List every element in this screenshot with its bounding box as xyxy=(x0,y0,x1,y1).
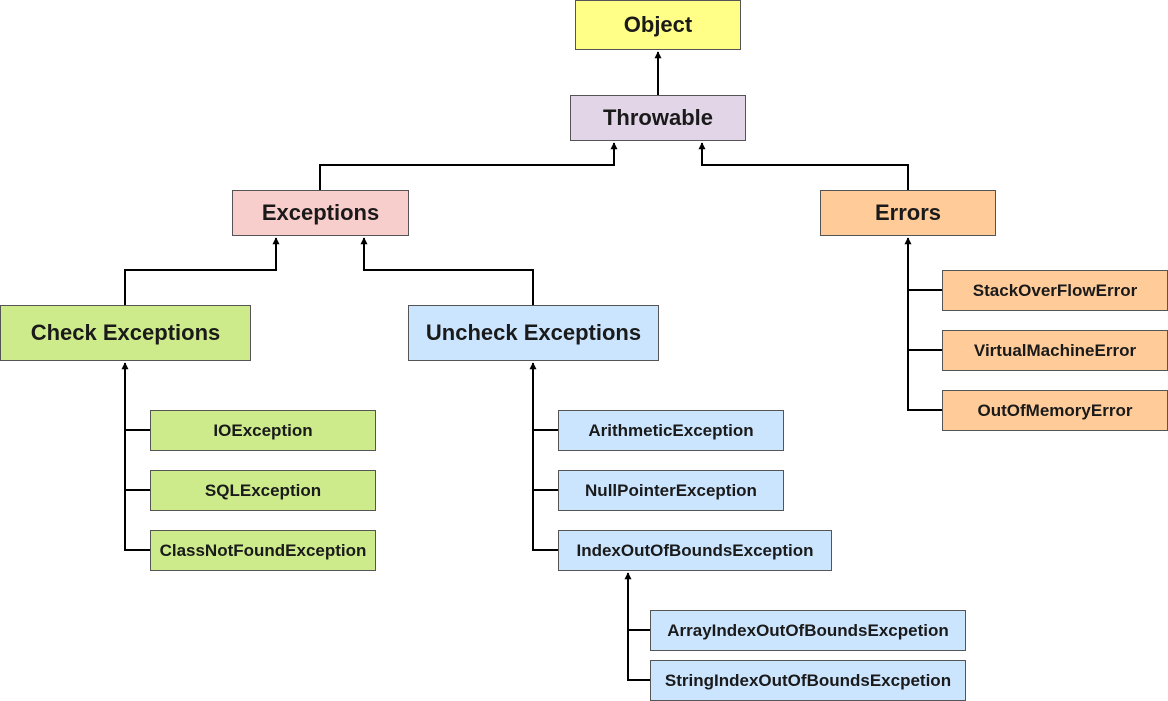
node-object: Object xyxy=(575,0,741,50)
edge-index-children xyxy=(628,573,650,681)
edge-errors-to-throwable xyxy=(698,142,909,190)
node-arithmetic-exception: ArithmeticException xyxy=(558,410,784,451)
node-index-out-of-bounds-exception: IndexOutOfBoundsException xyxy=(558,530,832,571)
node-io-exception: IOException xyxy=(150,410,376,451)
node-uncheck-exceptions: Uncheck Exceptions xyxy=(408,305,659,361)
node-sql-exception: SQLException xyxy=(150,470,376,511)
node-class-not-found-exception: ClassNotFoundException xyxy=(150,530,376,571)
node-throwable: Throwable xyxy=(570,95,746,141)
edge-errors-children xyxy=(908,238,942,411)
edge-uncheck-to-exceptions xyxy=(360,237,534,305)
node-string-index-out-of-bounds: StringIndexOutOfBoundsExcpetion xyxy=(650,660,966,701)
node-virtual-machine-error: VirtualMachineError xyxy=(942,330,1168,371)
node-out-of-memory-error: OutOfMemoryError xyxy=(942,390,1168,431)
node-errors: Errors xyxy=(820,190,996,236)
edge-check-children xyxy=(125,363,150,551)
node-array-index-out-of-bounds: ArrayIndexOutOfBoundsExcpetion xyxy=(650,610,966,651)
edge-uncheck-children xyxy=(533,363,558,551)
edge-exceptions-to-throwable xyxy=(319,142,618,190)
node-stack-overflow-error: StackOverFlowError xyxy=(942,270,1168,311)
node-null-pointer-exception: NullPointerException xyxy=(558,470,784,511)
edge-check-to-exceptions xyxy=(124,237,280,305)
node-check-exceptions: Check Exceptions xyxy=(0,305,251,361)
node-exceptions: Exceptions xyxy=(232,190,409,236)
